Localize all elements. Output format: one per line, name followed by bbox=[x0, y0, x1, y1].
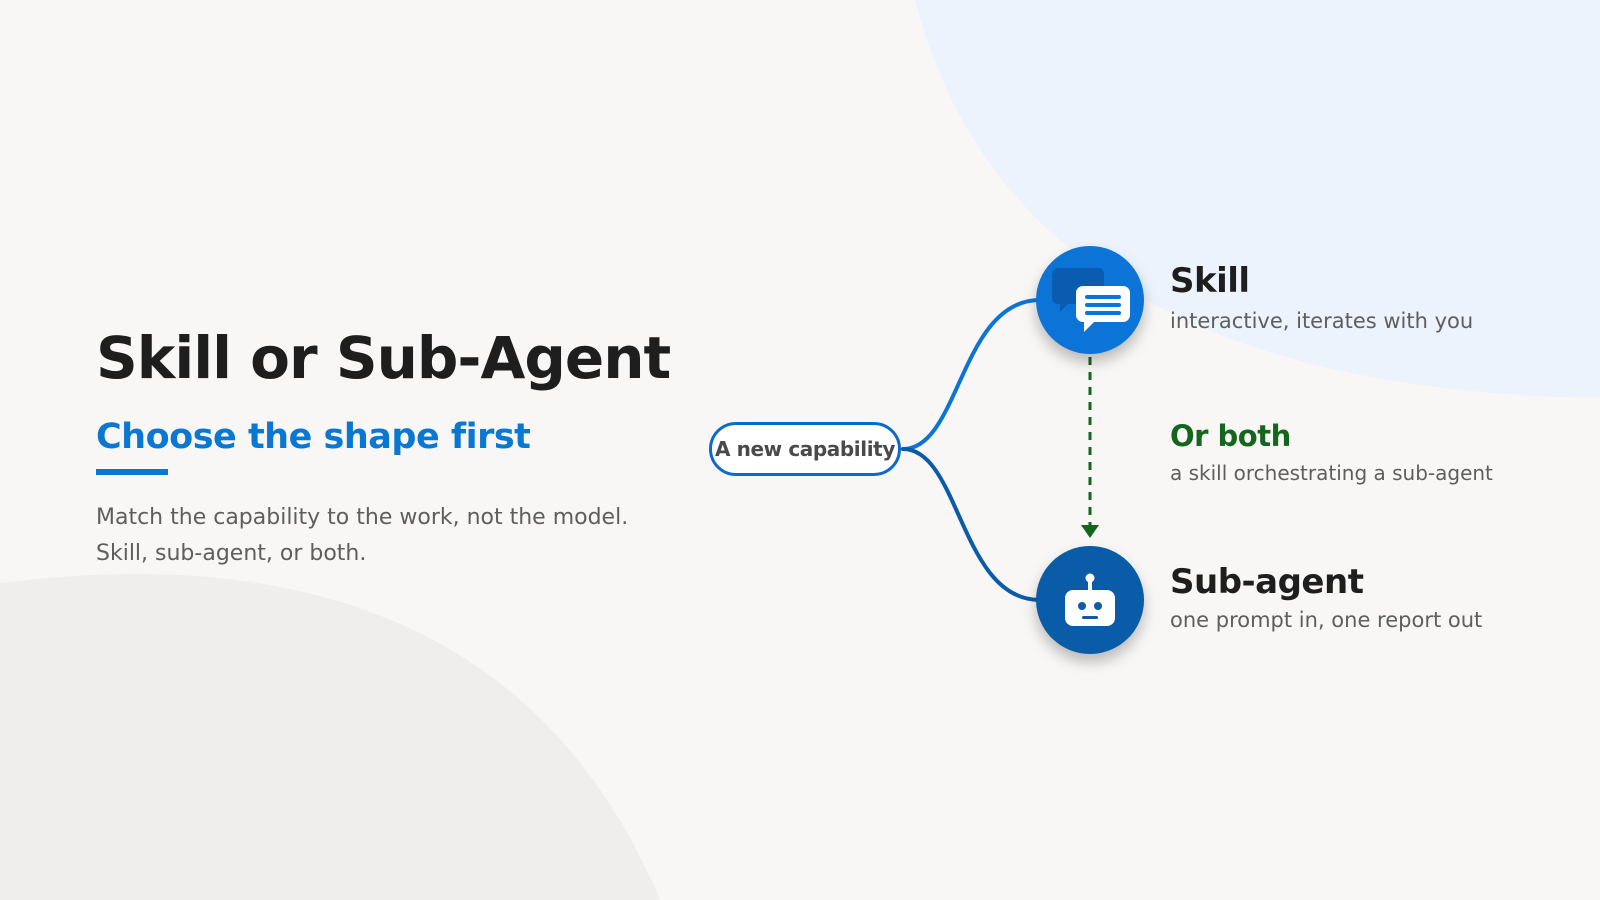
background-blob-bottom-left bbox=[0, 574, 660, 900]
connector-to-sub-agent bbox=[901, 447, 1042, 602]
subtitle-underline bbox=[96, 469, 168, 475]
chat-bubbles-icon bbox=[1052, 268, 1130, 332]
slide-body-text: Match the capability to the work, not th… bbox=[96, 500, 656, 572]
slide-title: Skill or Sub-Agent bbox=[96, 324, 671, 392]
sub-agent-title: Sub-agent bbox=[1170, 562, 1364, 602]
body-line-1: Match the capability to the work, not th… bbox=[96, 505, 629, 530]
skill-description: interactive, iterates with you bbox=[1170, 309, 1474, 333]
robot-icon bbox=[1065, 573, 1115, 626]
sub-agent-node bbox=[1036, 546, 1144, 654]
root-node-pill: A new capability bbox=[709, 422, 901, 476]
connector-to-skill bbox=[901, 298, 1042, 451]
body-line-2: Skill, sub-agent, or both. bbox=[96, 541, 367, 566]
or-both-arrowhead bbox=[1081, 525, 1099, 538]
or-both-title: Or both bbox=[1170, 419, 1291, 453]
sub-agent-description: one prompt in, one report out bbox=[1170, 608, 1483, 632]
skill-node bbox=[1036, 246, 1144, 354]
skill-title: Skill bbox=[1170, 261, 1250, 301]
background-blob-top-right bbox=[915, 0, 1600, 398]
slide-subtitle: Choose the shape first bbox=[96, 417, 531, 457]
or-both-description: a skill orchestrating a sub-agent bbox=[1170, 461, 1493, 485]
